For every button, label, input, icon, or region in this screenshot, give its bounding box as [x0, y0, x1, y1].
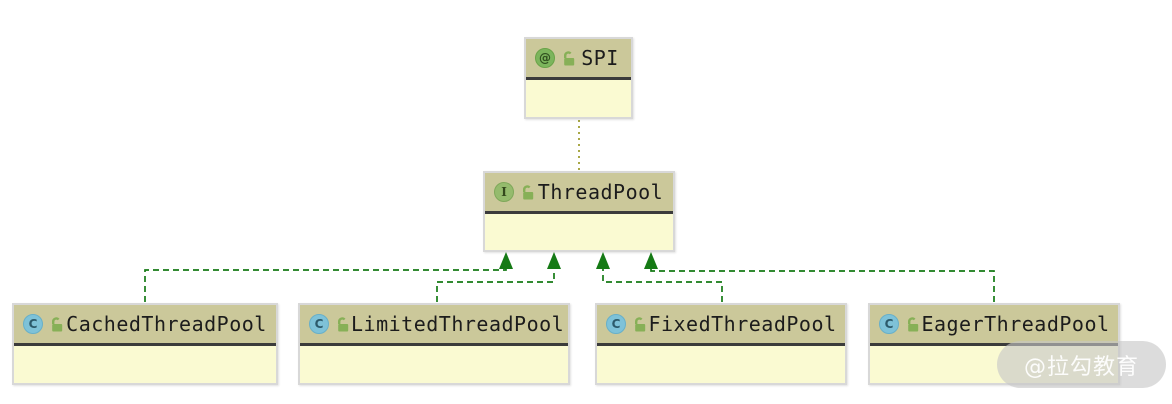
node-label: FixedThreadPool	[648, 312, 837, 336]
class-icon: C	[879, 314, 899, 334]
class-icon: C	[309, 314, 329, 334]
public-lock-icon	[563, 50, 575, 65]
edge-eagerthreadpool-implements-threadpool	[644, 252, 995, 302]
watermark: @拉勾教育	[997, 341, 1166, 388]
node-header: C FixedThreadPool	[597, 305, 845, 346]
node-header: I ThreadPool	[485, 173, 673, 214]
node-icons: C	[606, 314, 648, 334]
node-icons: I	[494, 182, 536, 202]
class-icon: C	[23, 314, 43, 334]
class-node-limitedthreadpool[interactable]: C LimitedThreadPool	[298, 303, 570, 385]
node-icons: C	[309, 314, 351, 334]
public-lock-icon	[51, 316, 63, 331]
edge-limitedthreadpool-implements-threadpool	[436, 252, 561, 302]
class-icon: C	[606, 314, 626, 334]
node-icons: C	[879, 314, 921, 334]
annotation-icon: @	[535, 48, 555, 68]
public-lock-icon	[522, 184, 534, 199]
node-label: LimitedThreadPool	[351, 312, 565, 336]
interface-node-threadpool[interactable]: I ThreadPool	[483, 171, 675, 252]
edge-cachedthreadpool-implements-threadpool	[144, 252, 513, 302]
node-icons: C	[23, 314, 65, 334]
node-icons: @	[535, 48, 577, 68]
node-header: C CachedThreadPool	[14, 305, 276, 346]
node-label: EagerThreadPool	[921, 312, 1110, 336]
node-header: C EagerThreadPool	[870, 305, 1118, 346]
node-label: ThreadPool	[537, 180, 664, 204]
class-node-fixedthreadpool[interactable]: C FixedThreadPool	[595, 303, 847, 385]
node-header: C LimitedThreadPool	[300, 305, 568, 346]
class-node-spi[interactable]: @ SPI	[524, 37, 633, 119]
node-label: CachedThreadPool	[66, 312, 267, 336]
public-lock-icon	[907, 316, 919, 331]
edge-fixedthreadpool-implements-threadpool	[596, 252, 723, 302]
node-header: @ SPI	[526, 39, 631, 80]
public-lock-icon	[634, 316, 646, 331]
interface-icon: I	[494, 182, 514, 202]
class-node-cachedthreadpool[interactable]: C CachedThreadPool	[12, 303, 278, 385]
public-lock-icon	[337, 316, 349, 331]
node-label: SPI	[581, 46, 619, 70]
